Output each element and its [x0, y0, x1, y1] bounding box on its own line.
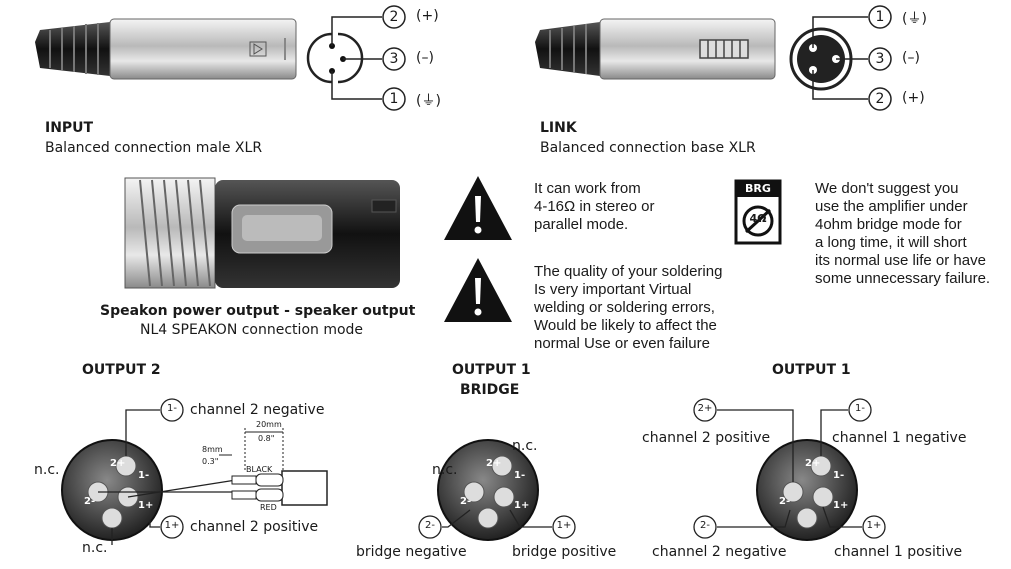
warning-line: normal Use or even failure — [534, 335, 710, 352]
bridge-pin-label: 1- — [514, 470, 526, 481]
input-pin-1-symbol: (⏚) — [416, 93, 441, 109]
input-xlr-plug-illustration — [35, 18, 297, 80]
link-subtitle: Balanced connection base XLR — [540, 140, 756, 156]
output1-title: OUTPUT 1 — [772, 362, 851, 378]
warning-line: It can work from — [534, 180, 641, 197]
input-pin-3-symbol: (–) — [416, 50, 434, 66]
bridge-pos-label: bridge positive — [512, 544, 617, 560]
output2-pos-label: channel 2 positive — [190, 519, 319, 535]
speakon-plug-illustration — [124, 177, 400, 289]
warning-triangle-icon — [444, 176, 512, 240]
bridge-pin-label: 2- — [460, 496, 472, 507]
wire-dim-20mm: 20mm — [256, 420, 282, 429]
warning-line: 4-16Ω in stereo or — [534, 198, 655, 215]
bridge-title-line1: OUTPUT 1 — [452, 362, 531, 378]
link-xlr-plug-illustration — [535, 18, 776, 80]
output2-title: OUTPUT 2 — [82, 362, 161, 378]
bridge-pin-label: 1+ — [514, 500, 530, 511]
output2-connector — [61, 439, 163, 541]
output1-1pos-pin: 1+ — [866, 520, 882, 531]
speakon-subtitle: NL4 SPEAKON connection mode — [140, 322, 364, 338]
input-subtitle: Balanced connection male XLR — [45, 140, 263, 156]
warning-soldering-text: The quality of your soldering Is very im… — [534, 263, 722, 353]
output1-2neg-pin: 2- — [700, 520, 710, 531]
wire-dim-0-8in: 0.8" — [258, 434, 275, 443]
input-pin-face — [306, 32, 364, 84]
warning-line: welding or soldering errors, — [534, 299, 715, 316]
brg-warning-text: We don't suggest you use the amplifier u… — [815, 180, 990, 288]
output1-pin-label: 2+ — [805, 458, 821, 469]
link-pin-3-symbol: (–) — [902, 50, 920, 66]
output1-pin-label: 1+ — [833, 500, 849, 511]
output2-speaker-cable — [219, 428, 328, 506]
output2-pos-pin: 1+ — [164, 520, 180, 531]
output1-2neg-label: channel 2 negative — [652, 544, 787, 560]
brg-line: 4ohm bridge mode for — [815, 216, 962, 233]
output2-pin-label: 1- — [138, 470, 150, 481]
output1-2pos-label: channel 2 positive — [642, 430, 771, 446]
brg-line: its normal use life or have — [815, 252, 986, 269]
brg-line: some unnecessary failure. — [815, 270, 991, 287]
input-pin-3-number: 3 — [389, 51, 399, 67]
link-pin-3-number: 3 — [875, 51, 885, 67]
bridge-nc-left: n.c. — [432, 462, 458, 478]
output2-pin-label: 1+ — [138, 500, 154, 511]
output1-2pos-pin: 2+ — [697, 403, 713, 414]
speakon-title: Speakon power output - speaker output — [100, 303, 416, 319]
output2-nc-top: n.c. — [34, 462, 60, 478]
output1-1neg-pin: 1- — [855, 403, 865, 414]
output1-pin-label: 1- — [833, 470, 845, 481]
warning-triangle-icon-2 — [444, 258, 512, 322]
wire-black-label: BLACK — [246, 465, 273, 474]
input-pin-2-symbol: (+) — [416, 8, 439, 24]
output1-1neg-label: channel 1 negative — [832, 430, 967, 446]
brg-line: a long time, it will short — [815, 234, 967, 251]
link-pin-2-number: 2 — [875, 91, 885, 107]
brg-line: We don't suggest you — [815, 180, 959, 197]
output2-nc-bottom: n.c. — [82, 540, 108, 556]
bridge-nc-right: n.c. — [512, 438, 538, 454]
brg-badge-icon — [734, 179, 782, 245]
output2-pin-label: 2- — [84, 496, 96, 507]
bridge-pin-label: 2+ — [486, 458, 502, 469]
wire-dim-0-3in: 0.3" — [202, 457, 219, 466]
input-title: INPUT — [45, 120, 94, 136]
bridge-neg-pin: 2- — [425, 520, 435, 531]
output2-neg-pin: 1- — [167, 403, 177, 414]
link-pin-2-symbol: (+) — [902, 90, 925, 106]
wire-red-label: RED — [260, 503, 277, 512]
link-pin-1-symbol: (⏚) — [902, 11, 927, 27]
output2-pin-label: 2+ — [110, 458, 126, 469]
input-pin-2-number: 2 — [389, 9, 399, 25]
brg-ohm-label: 4Ω — [749, 212, 767, 225]
bridge-neg-label: bridge negative — [356, 544, 467, 560]
warning-line: The quality of your soldering — [534, 263, 723, 280]
link-pin-1-number: 1 — [875, 9, 885, 25]
output1-1pos-label: channel 1 positive — [834, 544, 963, 560]
brg-badge-label: BRG — [745, 182, 771, 195]
input-pin-1-number: 1 — [389, 91, 399, 107]
warning-impedance-text: It can work from 4-16Ω in stereo or para… — [534, 180, 654, 234]
bridge-pos-pin: 1+ — [556, 520, 572, 531]
warning-line: Would be likely to affect the — [534, 317, 717, 334]
bridge-connector — [437, 439, 539, 541]
wire-dim-8mm: 8mm — [202, 445, 223, 454]
warning-line: Is very important Virtual — [534, 281, 692, 298]
warning-line: parallel mode. — [534, 216, 629, 233]
bridge-title-line2: BRIDGE — [460, 382, 520, 398]
brg-line: use the amplifier under — [815, 198, 968, 215]
link-title: LINK — [540, 120, 577, 136]
output1-pin-label: 2- — [779, 496, 791, 507]
output1-connector — [756, 439, 858, 541]
output2-neg-label: channel 2 negative — [190, 402, 325, 418]
